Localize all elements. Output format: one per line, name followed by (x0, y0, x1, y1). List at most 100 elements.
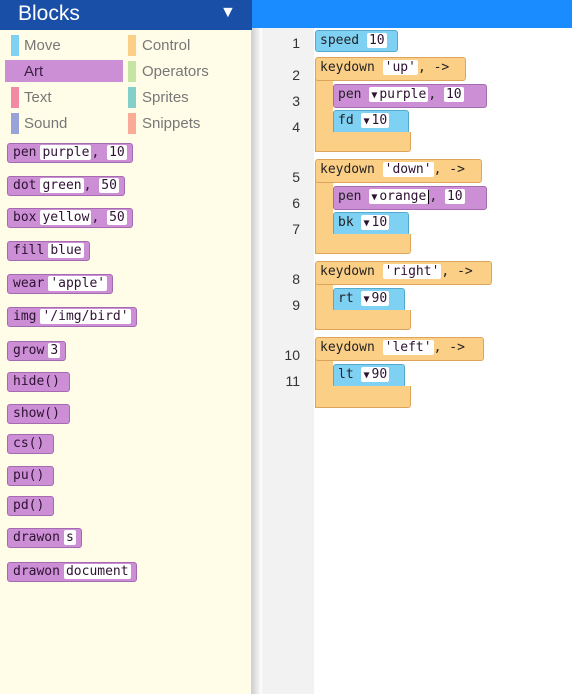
palette-block-show[interactable]: show() (7, 404, 70, 424)
category-sprites[interactable]: Sprites (128, 86, 246, 108)
palette-header[interactable]: Blocks ▼ (0, 0, 252, 30)
palette-block-img[interactable]: img'/img/bird' (7, 307, 137, 327)
statement-bk[interactable]: bk ▼10 (333, 212, 409, 236)
line-number: 7 (292, 221, 300, 237)
key-argument[interactable]: 'left' (382, 340, 434, 355)
category-label: Operators (142, 63, 209, 80)
category-snippets[interactable]: Snippets (128, 112, 246, 134)
line-number: 6 (292, 195, 300, 211)
statement-lt[interactable]: lt ▼90 (333, 364, 405, 388)
keydown-up-end (315, 132, 411, 152)
block-argument: blue (48, 243, 84, 258)
statement-fd[interactable]: fd ▼10 (333, 110, 409, 134)
block-keyword: pd() (13, 498, 45, 513)
block-keyword: hide() (13, 374, 60, 389)
palette-divider (252, 28, 262, 694)
category-swatch (11, 87, 19, 108)
palette-block-wear[interactable]: wear'apple' (7, 274, 114, 294)
block-argument[interactable]: 10 (444, 189, 465, 204)
collapse-chevron-icon[interactable]: ▼ (220, 4, 236, 21)
block-keyword: rt (338, 291, 362, 306)
dropdown-argument[interactable]: ▼10 (361, 215, 390, 230)
key-argument[interactable]: 'down' (382, 162, 434, 177)
category-swatch (128, 35, 136, 56)
block-argument: '/img/bird' (40, 309, 131, 324)
dropdown-triangle-icon[interactable]: ▼ (363, 116, 370, 127)
dropdown-argument[interactable]: ▼purple (369, 87, 429, 102)
block-argument: 3 (48, 343, 61, 358)
dropdown-value: orange (379, 189, 427, 204)
dropdown-triangle-icon[interactable]: ▼ (363, 218, 370, 229)
statement-pen[interactable]: pen ▼orange, 10 (333, 186, 487, 210)
block-keyword: lt (338, 367, 362, 382)
keydown-down-block[interactable]: keydown 'down', -> (315, 159, 482, 183)
dropdown-value: 10 (371, 215, 388, 230)
speed-value[interactable]: 10 (366, 33, 387, 48)
keydown-down-end (315, 234, 411, 254)
block-keyword: grow (13, 343, 45, 358)
line-number: 4 (292, 119, 300, 135)
keydown-right-block[interactable]: keydown 'right', -> (315, 261, 492, 285)
block-argument: yellow (40, 210, 92, 225)
arg-separator: , -> (433, 340, 465, 355)
key-argument[interactable]: 'up' (382, 60, 418, 75)
dropdown-value: 90 (371, 291, 388, 306)
statement-rt[interactable]: rt ▼90 (333, 288, 405, 312)
category-sound[interactable]: Sound (5, 112, 123, 134)
key-argument[interactable]: 'right' (382, 264, 442, 279)
category-label: Sprites (142, 89, 189, 106)
block-argument: 10 (107, 145, 127, 160)
category-move[interactable]: Move (5, 34, 123, 56)
keydown-left-block[interactable]: keydown 'left', -> (315, 337, 484, 361)
palette-block-cs[interactable]: cs() (7, 434, 55, 454)
block-argument[interactable]: 10 (443, 87, 464, 102)
block-keyword: bk (338, 215, 362, 230)
keydown-up-block[interactable]: keydown 'up', -> (315, 57, 466, 81)
line-number: 11 (285, 373, 300, 389)
text-cursor (428, 189, 430, 204)
arg-separator: , (83, 178, 100, 193)
category-control[interactable]: Control (128, 34, 246, 56)
dropdown-argument[interactable]: ▼orange (369, 189, 429, 204)
category-label: Sound (24, 115, 68, 132)
block-argument: 'apple' (48, 276, 108, 291)
dropdown-triangle-icon[interactable]: ▼ (363, 370, 370, 381)
block-argument: purple (40, 145, 92, 160)
category-text[interactable]: Text (5, 86, 123, 108)
dropdown-argument[interactable]: ▼90 (361, 367, 390, 382)
category-label: Control (142, 37, 191, 54)
block-keyword: dot (13, 178, 37, 193)
palette-block-pu[interactable]: pu() (7, 466, 55, 486)
category-label: Snippets (142, 115, 201, 132)
category-swatch (128, 61, 136, 82)
category-operators[interactable]: Operators (128, 60, 246, 82)
dropdown-triangle-icon[interactable]: ▼ (371, 192, 378, 203)
statement-pen[interactable]: pen ▼purple, 10 (333, 84, 487, 108)
line-number-gutter (262, 28, 314, 694)
block-keyword: pen (338, 87, 370, 102)
palette-block-hide[interactable]: hide() (7, 372, 70, 392)
block-keyword: speed (320, 33, 367, 48)
dropdown-value: purple (379, 87, 427, 102)
dropdown-triangle-icon[interactable]: ▼ (363, 294, 370, 305)
line-number: 2 (292, 67, 300, 83)
category-art[interactable]: Art (5, 60, 123, 82)
dropdown-argument[interactable]: ▼90 (361, 291, 390, 306)
dropdown-triangle-icon[interactable]: ▼ (371, 90, 378, 101)
category-swatch (128, 87, 136, 108)
category-label: Art (24, 63, 44, 80)
palette-block-pd[interactable]: pd() (7, 496, 55, 516)
dropdown-argument[interactable]: ▼10 (361, 113, 390, 128)
block-argument: 50 (99, 178, 119, 193)
speed-block[interactable]: speed 10 (315, 30, 398, 52)
arg-separator: , -> (417, 60, 450, 75)
arg-separator: , (429, 189, 445, 204)
category-swatch (11, 113, 19, 134)
